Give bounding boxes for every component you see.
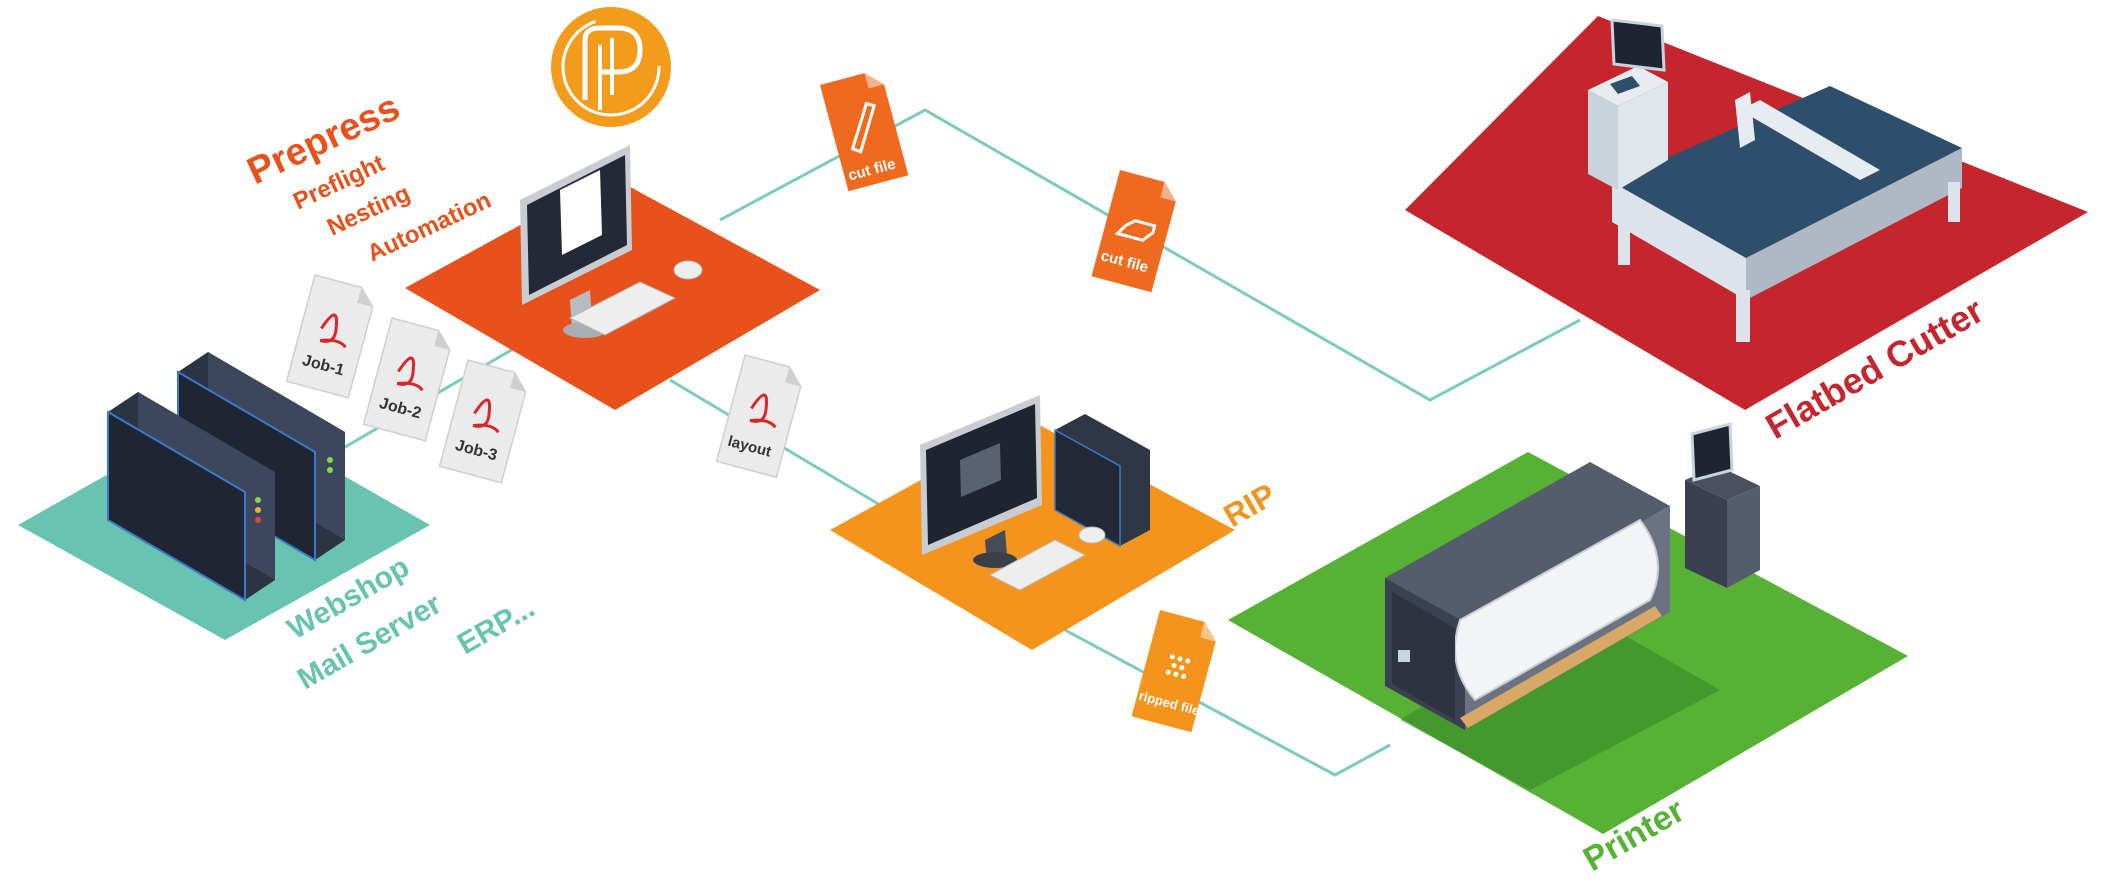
pdf-icon	[319, 313, 347, 349]
job-file-1: Job-1	[285, 274, 374, 399]
cutter-machine-icon	[1588, 18, 1962, 342]
rip-zone: RIP	[830, 395, 1282, 650]
pdf-icon	[472, 398, 500, 434]
printer-zone: Printer	[1228, 422, 1908, 879]
monitor-icon	[520, 145, 632, 338]
layout-file: layout	[715, 354, 802, 479]
keyboard-icon	[568, 281, 677, 336]
knife-icon	[850, 101, 877, 154]
job-file-2: Job-2	[362, 317, 451, 442]
pdf-icon	[396, 356, 424, 392]
prepress-logo-icon	[551, 7, 671, 127]
keyboard-icon	[988, 539, 1087, 591]
job-file-3: Job-3	[438, 359, 527, 484]
source-line-3: ERP...	[452, 591, 540, 661]
prepress-platform	[405, 176, 820, 410]
server-icon	[107, 392, 275, 602]
pdf-icon	[749, 393, 777, 429]
server-icon	[1054, 414, 1150, 548]
monitor-icon	[920, 395, 1042, 568]
ripped-file: ripped file	[1131, 610, 1216, 733]
truck-icon	[1114, 219, 1157, 242]
mouse-icon	[1078, 526, 1106, 544]
ripped-dots-icon	[1165, 654, 1191, 679]
cutter-zone: Flatbed Cutter	[1405, 16, 2088, 447]
printer-machine-icon	[1385, 422, 1760, 730]
connector-prepress-cutter	[719, 108, 1581, 402]
cut-file-2: cut file	[1091, 170, 1176, 293]
mouse-icon	[673, 260, 703, 280]
rip-label: RIP	[1218, 476, 1282, 534]
cut-file-1: cut file	[820, 73, 909, 192]
server-zone: Webshop Mail Server ERP...	[18, 352, 540, 696]
